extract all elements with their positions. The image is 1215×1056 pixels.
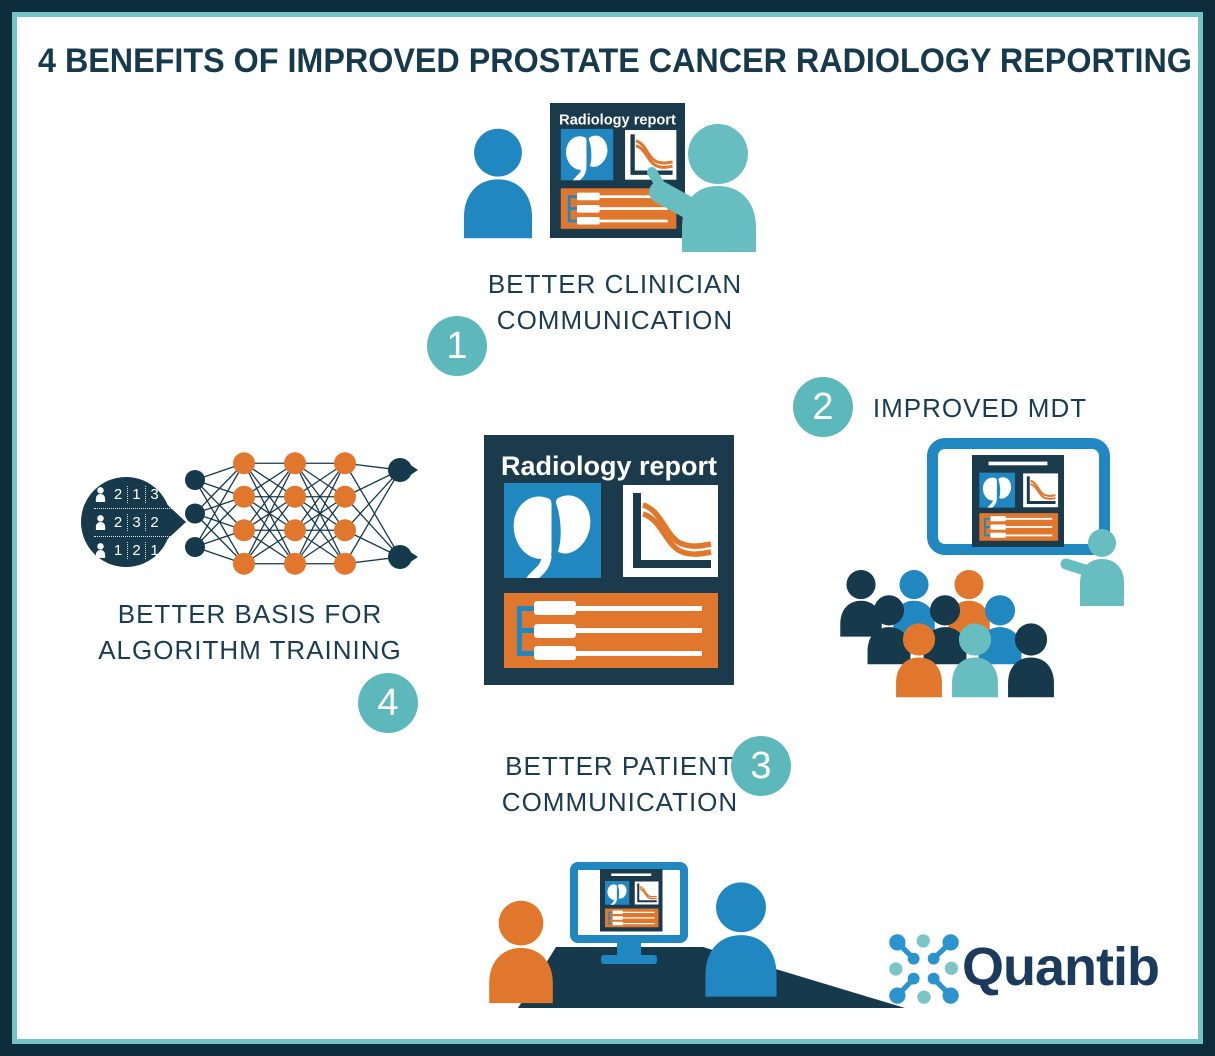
report-form-section bbox=[504, 593, 718, 668]
benefit-3-label: BETTER PATIENT COMMUNICATION bbox=[465, 748, 775, 820]
crowd-person-icon bbox=[952, 623, 998, 698]
benefit-2-number-badge: 2 bbox=[793, 377, 853, 437]
benefit-4-label: BETTER BASIS FOR ALGORITHM TRAINING bbox=[90, 596, 410, 668]
prostate-icon bbox=[979, 472, 1016, 508]
psa-chart-icon bbox=[1023, 473, 1059, 508]
benefit-3-label-line1: BETTER PATIENT bbox=[505, 751, 735, 781]
benefit-3-number-badge: 3 bbox=[731, 736, 791, 796]
radiologist-presenter-icon bbox=[647, 124, 756, 252]
report-card-tablet: Radiology report bbox=[972, 455, 1064, 547]
table-row: 2 1 3 bbox=[94, 480, 172, 508]
table-row: 1 2 1 bbox=[94, 536, 172, 564]
monitor-stand bbox=[617, 940, 641, 957]
crowd-person-icon bbox=[896, 623, 942, 698]
benefit-2-label: IMPROVED MDT bbox=[850, 390, 1110, 426]
report-title: Radiology report bbox=[500, 451, 717, 481]
report-form-section bbox=[605, 908, 659, 928]
monitor-base bbox=[601, 955, 657, 964]
psa-chart-icon bbox=[623, 485, 718, 577]
report-title-line bbox=[988, 461, 1048, 466]
table-row: 2 3 2 bbox=[94, 508, 172, 536]
page-title: 4 BENEFITS OF IMPROVED PROSTATE CANCER R… bbox=[38, 42, 1192, 80]
benefit-4-label-line2: ALGORITHM TRAINING bbox=[98, 635, 402, 665]
report-card-monitor: Radiology report bbox=[600, 869, 663, 932]
patient-person-icon bbox=[489, 900, 553, 1004]
mdt-presenter-icon bbox=[1060, 529, 1124, 606]
report-form-section bbox=[560, 188, 677, 229]
patient-icon bbox=[95, 515, 106, 530]
clinician-person-icon bbox=[463, 128, 533, 239]
benefit-1-number-badge: 1 bbox=[427, 316, 487, 376]
training-data-table: 2 1 3 2 3 2 1 2 1 bbox=[94, 480, 172, 564]
patient-icon bbox=[95, 486, 106, 502]
report-title-line bbox=[611, 873, 652, 876]
report-card-center: Radiology report bbox=[484, 435, 734, 685]
benefit-2-label-line1: IMPROVED MDT bbox=[872, 393, 1088, 423]
benefit-1-label: BETTER CLINICIAN COMMUNICATION bbox=[450, 266, 780, 338]
report-title: Radiology report bbox=[559, 111, 676, 128]
benefit-1-label-line1: BETTER CLINICIAN bbox=[487, 269, 743, 299]
prostate-icon bbox=[504, 483, 601, 578]
psa-chart-icon bbox=[634, 881, 659, 905]
report-form-section bbox=[979, 513, 1059, 541]
prostate-icon bbox=[605, 881, 630, 905]
benefit-3-label-line2: COMMUNICATION bbox=[501, 787, 739, 817]
benefit-4-number-badge: 4 bbox=[358, 673, 418, 733]
quantib-logo-icon bbox=[889, 934, 959, 1004]
doctor-person-icon bbox=[705, 882, 777, 997]
patient-icon bbox=[95, 543, 106, 558]
quantib-logo-text: Quantib bbox=[962, 937, 1160, 997]
prostate-icon bbox=[560, 128, 614, 181]
crowd-person-icon bbox=[1008, 623, 1054, 698]
benefit-4-label-line1: BETTER BASIS FOR bbox=[117, 599, 383, 629]
benefit-1-label-line2: COMMUNICATION bbox=[496, 305, 734, 335]
neural-network-icon bbox=[185, 452, 418, 575]
